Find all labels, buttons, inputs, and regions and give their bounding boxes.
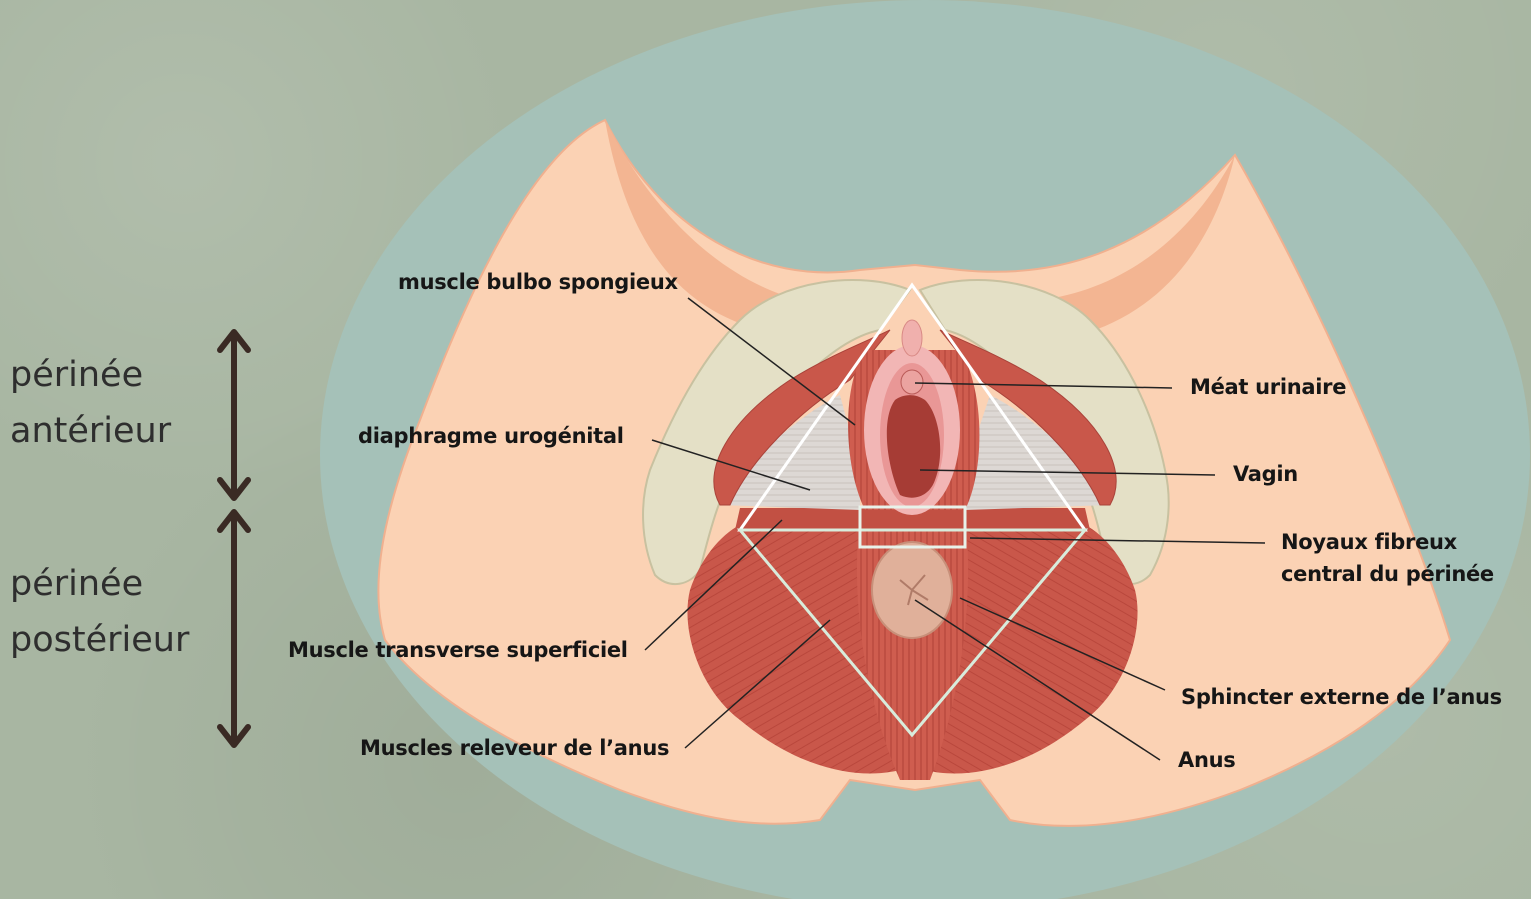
label-noyaux-line1: Noyaux fibreux — [1281, 526, 1494, 558]
label-noyaux-line2: central du périnée — [1281, 558, 1494, 590]
anterior-label-line2: antérieur — [10, 403, 171, 459]
posterior-label-line1: périnée — [10, 556, 189, 612]
label-diaphragme-urogenital: diaphragme urogénital — [358, 424, 624, 448]
posterior-label-line2: postérieur — [10, 612, 189, 668]
clitoris — [902, 320, 922, 356]
label-bulbo-spongieux: muscle bulbo spongieux — [398, 270, 678, 294]
anterior-label: périnée antérieur — [10, 347, 171, 459]
label-muscle-transverse: Muscle transverse superficiel — [288, 638, 628, 662]
label-sphincter-externe: Sphincter externe de l’anus — [1181, 685, 1502, 709]
label-noyaux-fibreux: Noyaux fibreux central du périnée — [1281, 526, 1494, 590]
label-anus: Anus — [1178, 748, 1235, 772]
posterior-label: périnée postérieur — [10, 556, 189, 668]
label-vagin: Vagin — [1233, 462, 1298, 486]
label-meat-urinaire: Méat urinaire — [1190, 375, 1346, 399]
urethral-opening — [901, 370, 923, 394]
label-muscles-releveur: Muscles releveur de l’anus — [360, 736, 669, 760]
anterior-label-line1: périnée — [10, 347, 171, 403]
